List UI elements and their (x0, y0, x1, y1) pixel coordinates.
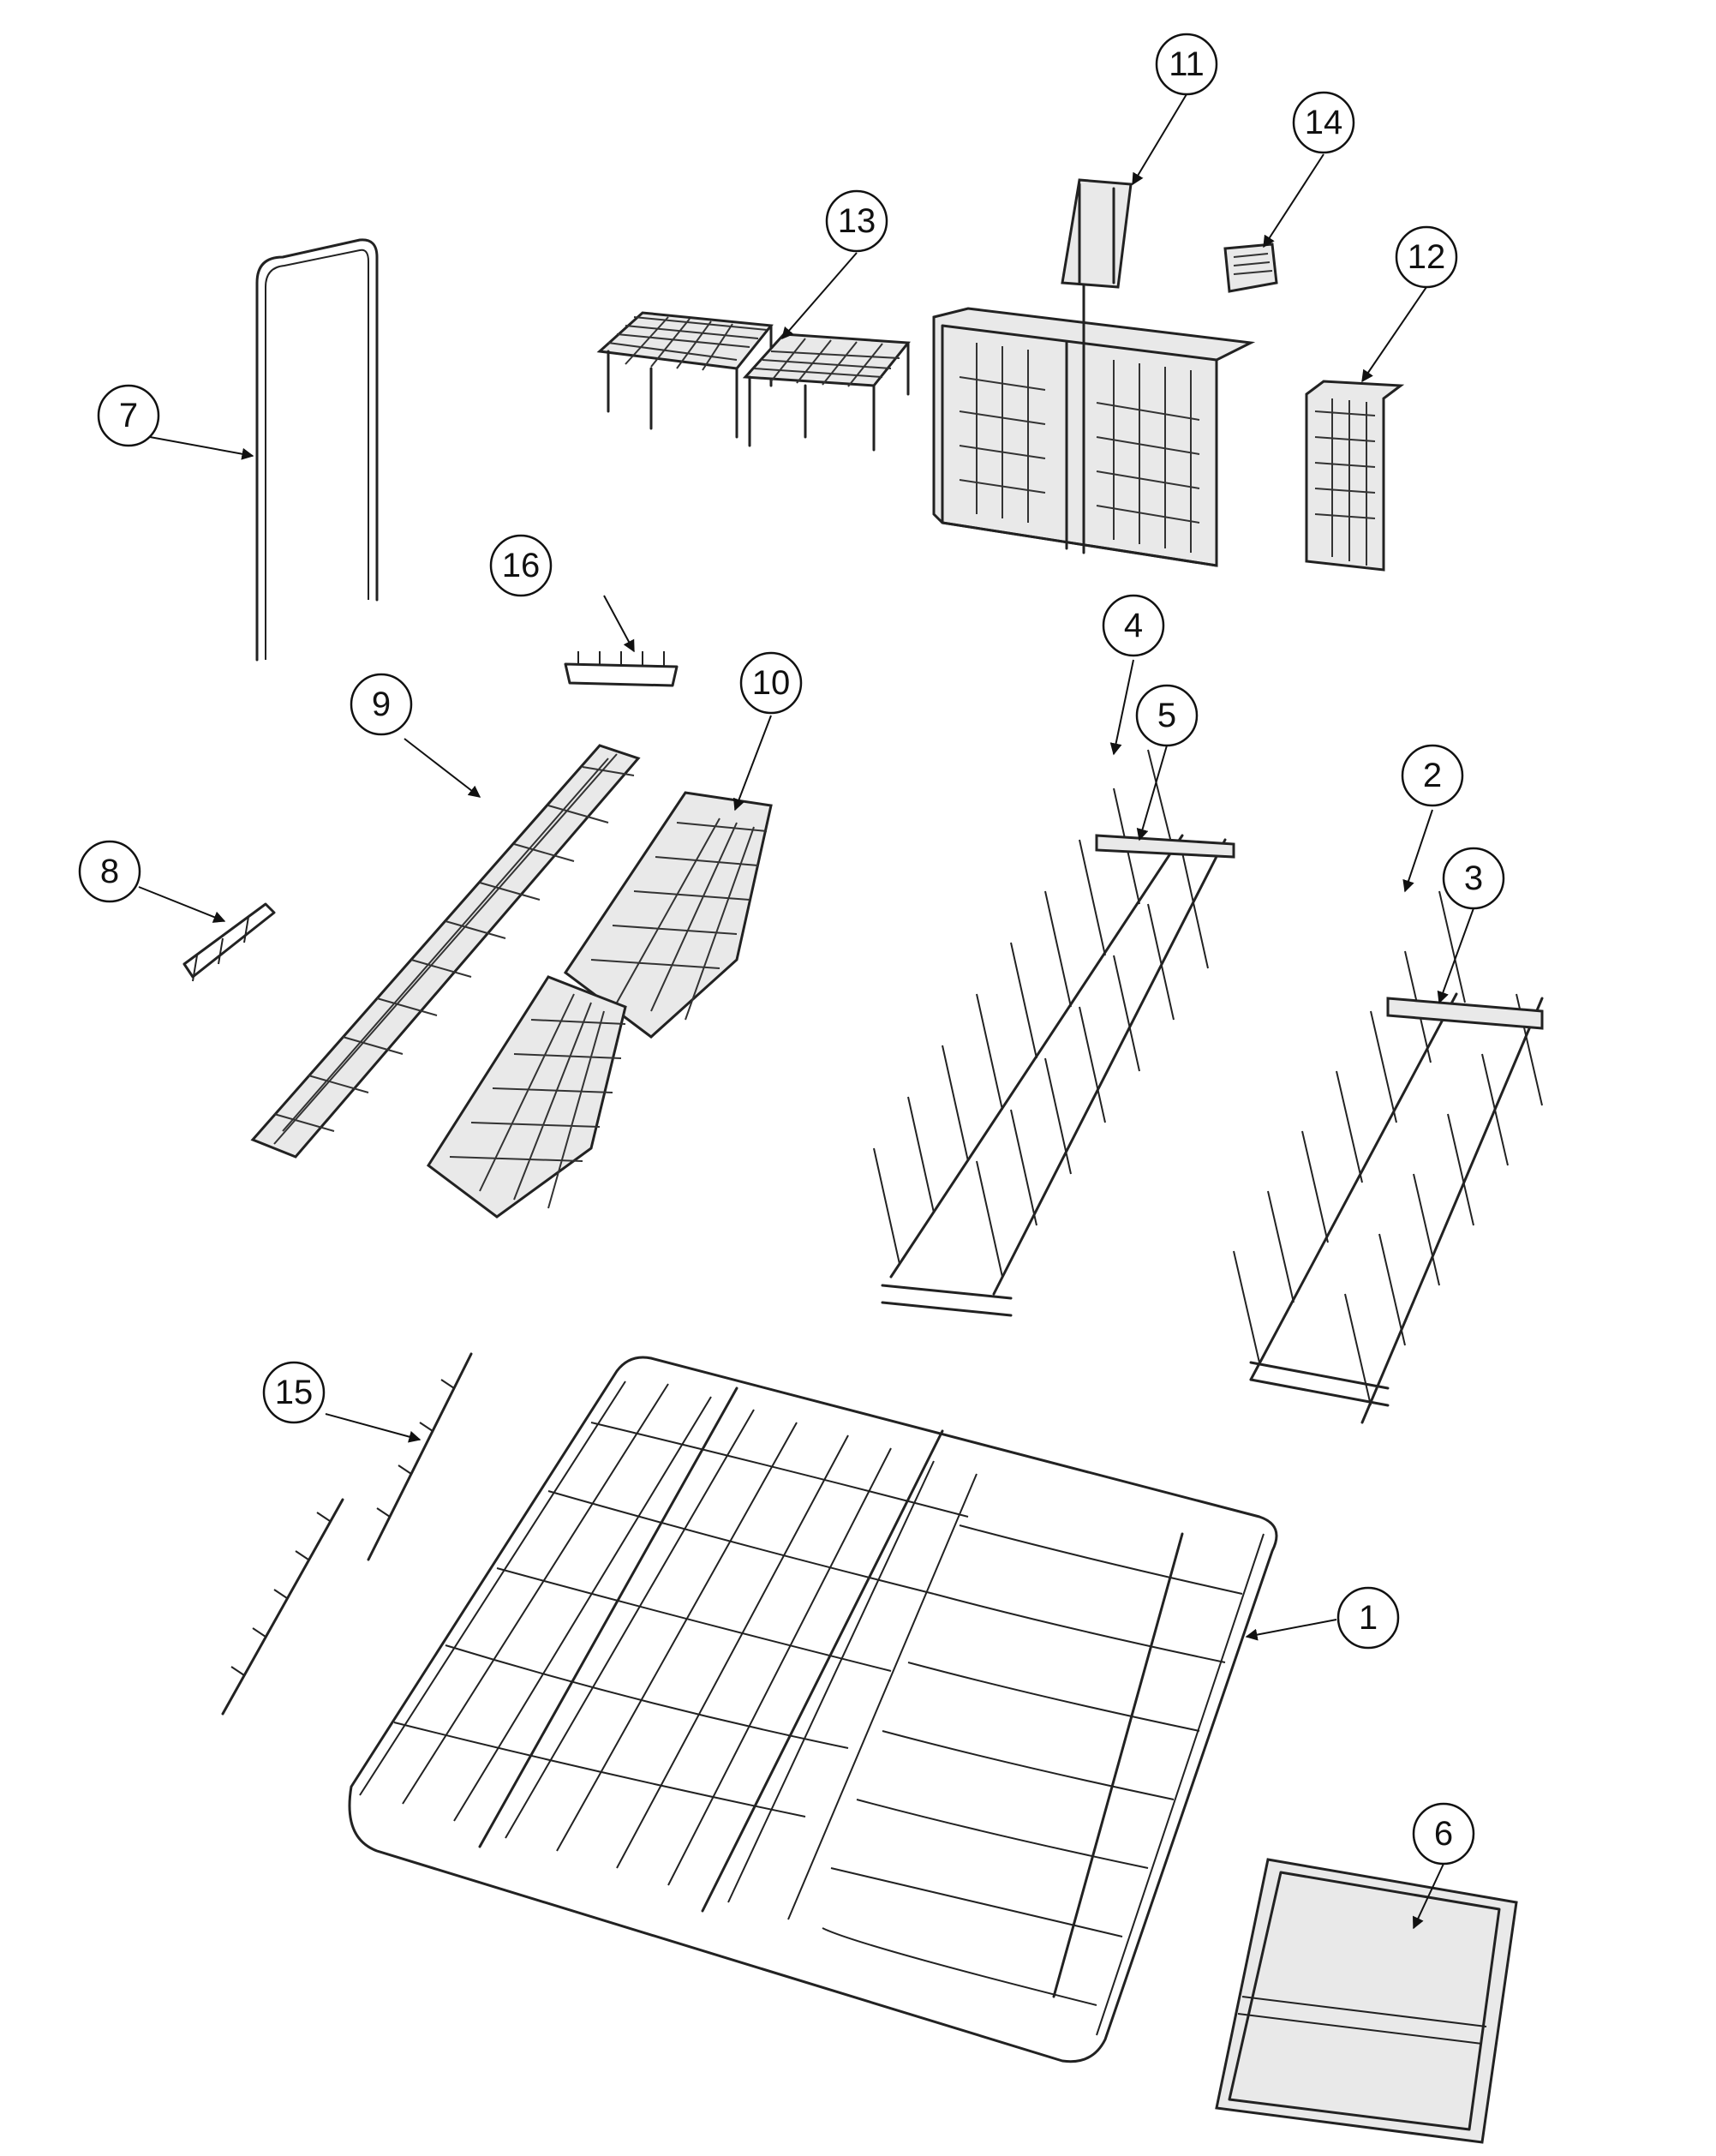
callout-1: 1 (1336, 1586, 1400, 1650)
svg-text:12: 12 (1408, 238, 1446, 276)
callout-15: 15 (262, 1361, 326, 1424)
callout-7: 7 (97, 384, 160, 447)
part-12-small-basket (1305, 380, 1405, 572)
part-2-tine-rack (1233, 890, 1544, 1424)
svg-text:11: 11 (1169, 45, 1205, 83)
callout-3: 3 (1442, 847, 1505, 910)
svg-text:3: 3 (1464, 859, 1483, 897)
svg-text:5: 5 (1157, 697, 1176, 734)
svg-text:6: 6 (1434, 1815, 1453, 1853)
svg-text:10: 10 (752, 664, 791, 702)
svg-text:15: 15 (275, 1374, 314, 1411)
callout-16: 16 (489, 534, 553, 597)
svg-text:8: 8 (100, 853, 119, 890)
callout-5: 5 (1135, 684, 1199, 747)
callout-8: 8 (78, 840, 141, 903)
callout-11: 11 (1155, 33, 1218, 96)
callout-12: 12 (1395, 225, 1458, 289)
callout-2: 2 (1401, 744, 1464, 807)
part-13-grid-racks (596, 311, 911, 452)
part-14-small-insert (1223, 243, 1278, 293)
callout-13: 13 (825, 189, 888, 253)
part-8-clip (182, 902, 276, 982)
svg-text:13: 13 (838, 202, 876, 240)
callout-14: 14 (1292, 91, 1355, 154)
callout-6: 6 (1412, 1802, 1475, 1866)
callout-10: 10 (739, 651, 803, 715)
part-15-hook-strips (221, 1352, 473, 1716)
svg-text:7: 7 (119, 397, 138, 434)
leader-lines (138, 93, 1474, 1930)
svg-text:16: 16 (502, 547, 541, 584)
svg-text:14: 14 (1305, 104, 1343, 141)
part-7-u-rod (255, 238, 379, 662)
part-10-cup-shelves (426, 791, 773, 1219)
part-16-clip (564, 651, 679, 687)
part-6-tray (1215, 1858, 1518, 2144)
part-5-bracket (1095, 834, 1235, 859)
callout-9: 9 (350, 673, 413, 736)
callout-4: 4 (1102, 594, 1165, 657)
part-3-bracket (1386, 997, 1544, 1030)
svg-text:2: 2 (1423, 757, 1442, 794)
svg-text:1: 1 (1359, 1599, 1378, 1637)
svg-text:4: 4 (1124, 607, 1143, 644)
part-11-cutlery-basket (932, 178, 1256, 567)
part-9-tine-strip (250, 744, 641, 1159)
part-1-main-rack (348, 1356, 1278, 2063)
svg-text:9: 9 (372, 686, 391, 723)
part-4-tine-rack (873, 749, 1235, 1317)
